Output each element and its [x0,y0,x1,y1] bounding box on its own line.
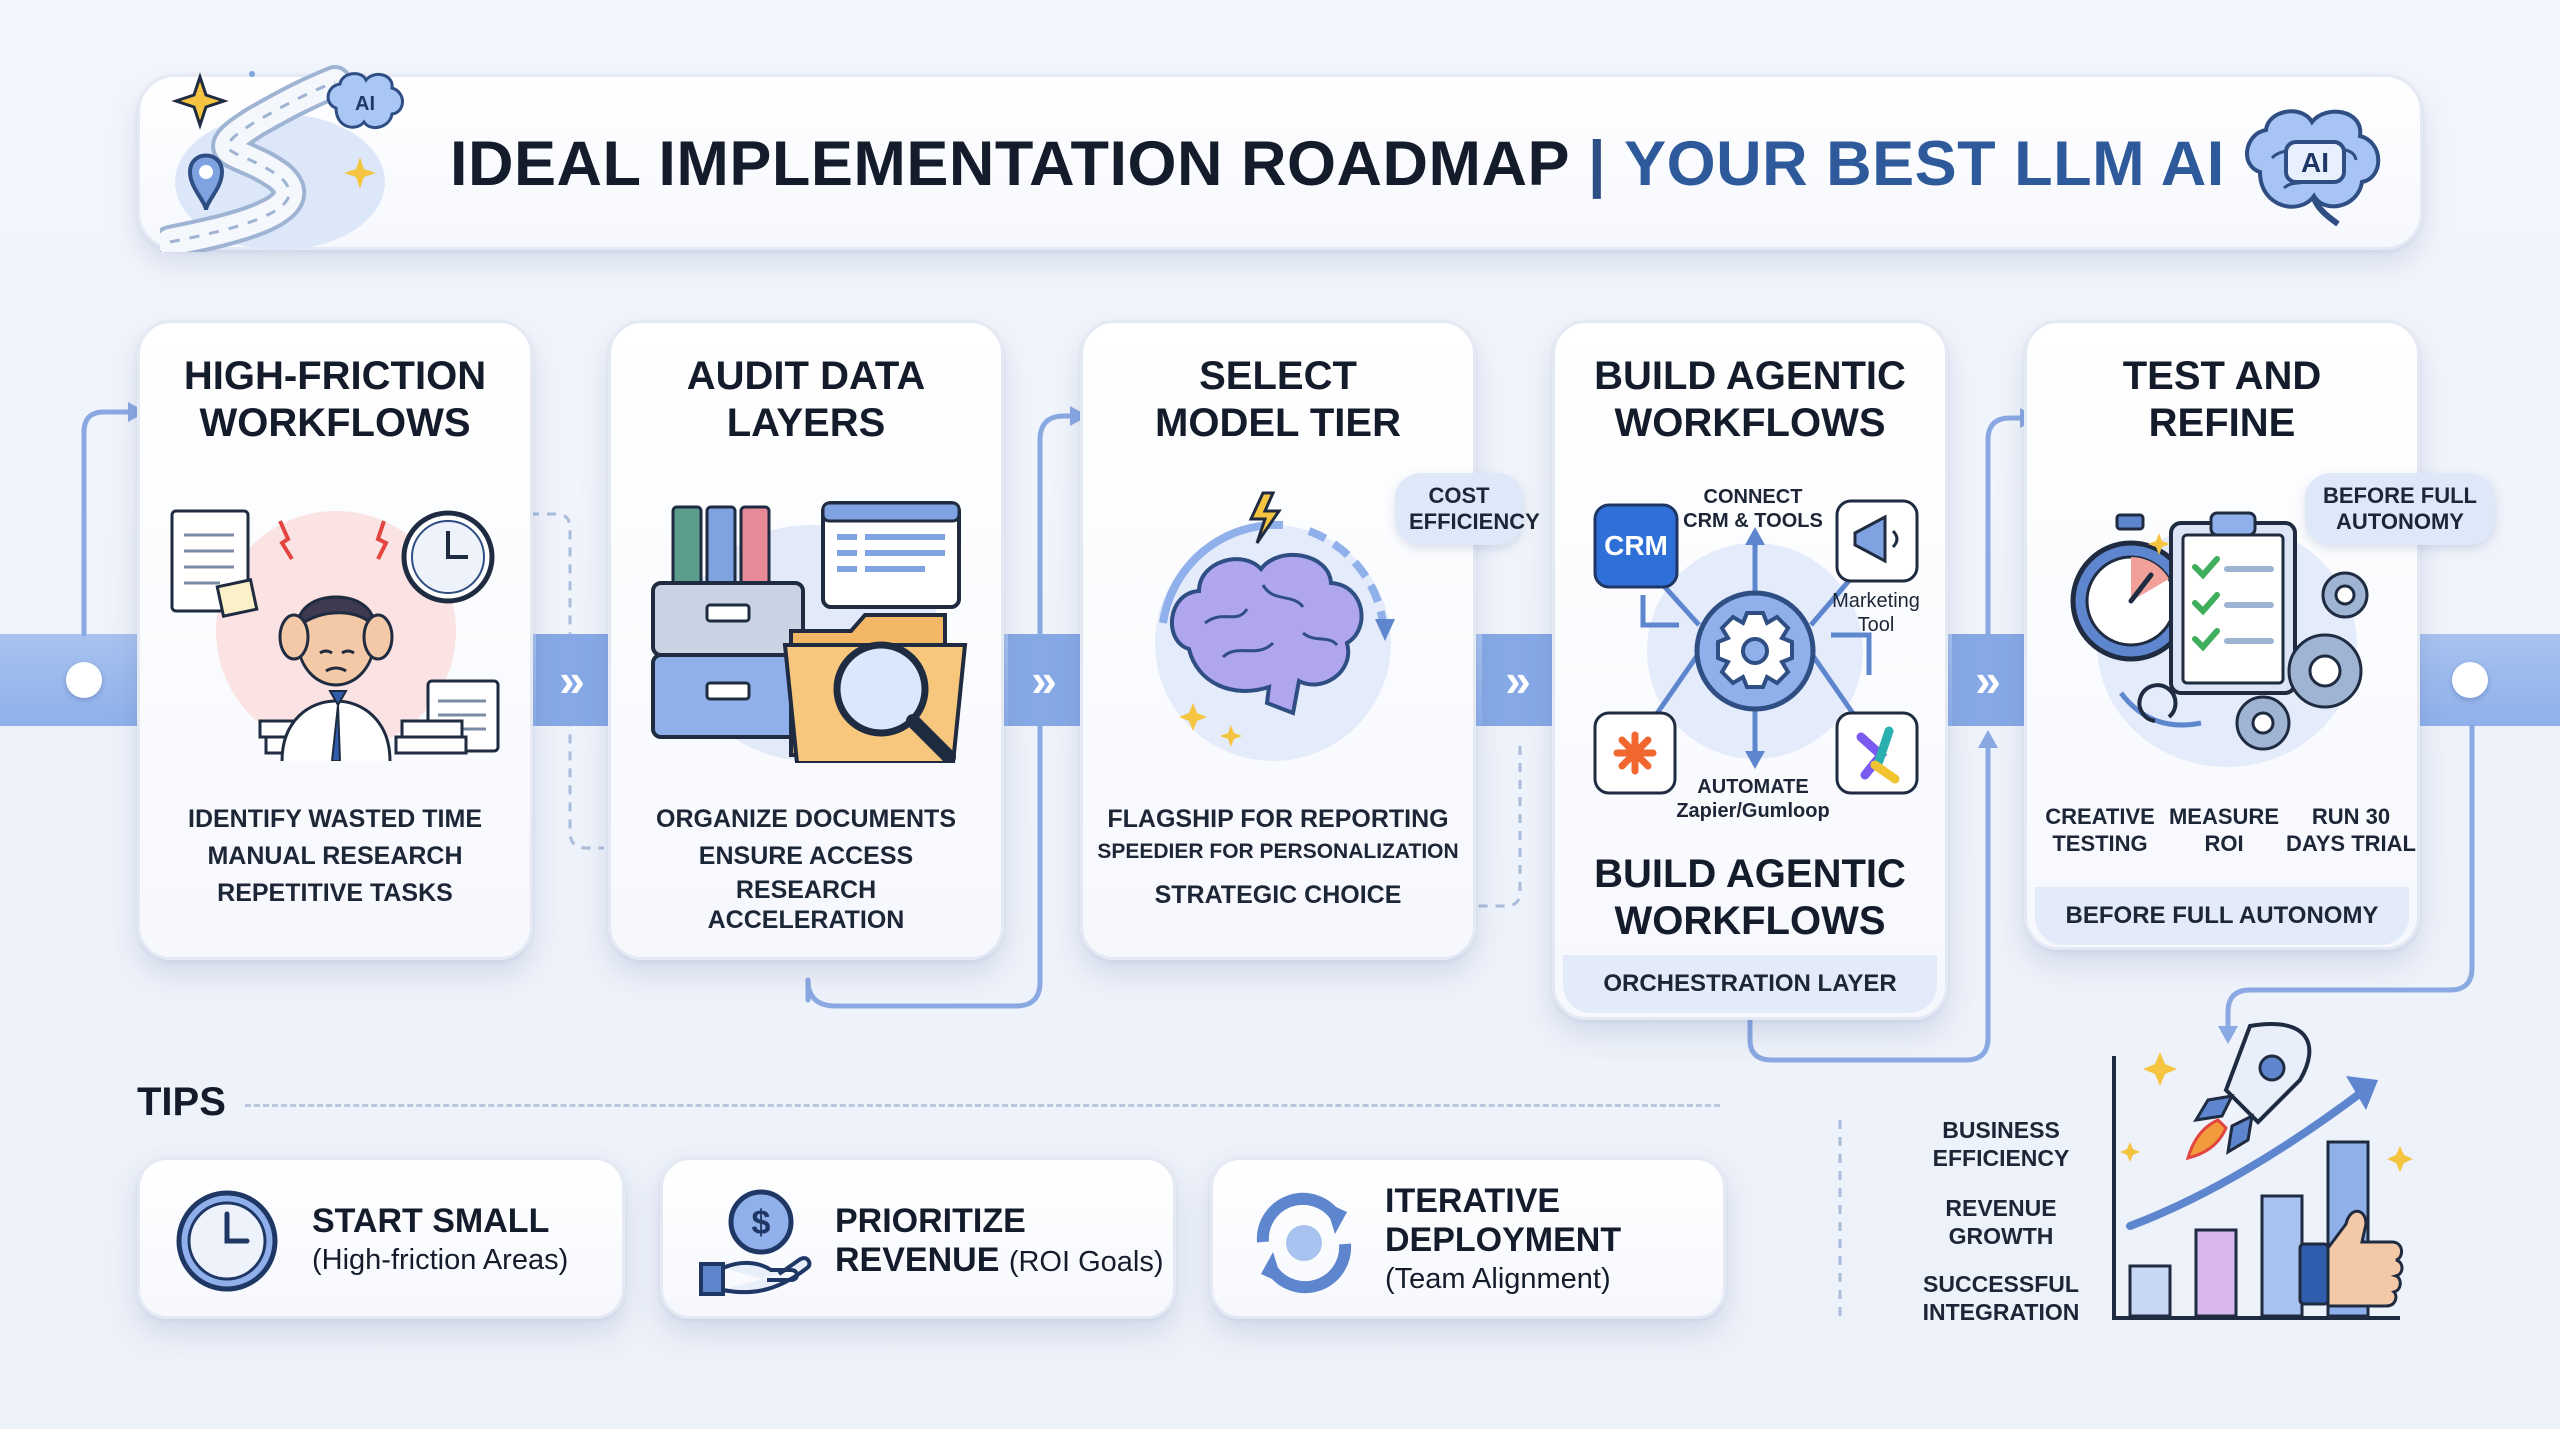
brain-icon [1155,491,1395,761]
step-card-test-refine: TEST AND REFINE BEFORE FULL AUTONOMY CRE… [2024,320,2495,950]
step-card-high-friction: HIGH-FRICTION WORKFLOWS IDENTIFY WASTED … [137,320,533,960]
svg-text:AI: AI [355,93,375,115]
flow-chevron: » [1008,634,1080,726]
flow-chevron: » [536,634,608,726]
step-card-select-model: SELECT MODEL TIER COST EFFICIENCY FLAGSH… [1080,320,1540,960]
measure-roi-label: MEASURE ROI [2168,804,2279,856]
tip-prioritize-revenue: $ PRIORITIZE REVENUE (ROI Goals) [660,1157,1176,1319]
title-separator: | [1587,129,1607,199]
roadmap-road-icon [160,65,385,252]
step-details: IDENTIFY WASTED TIME MANUAL RESEARCH REP… [188,805,482,907]
step-title: HIGH-FRICTION WORKFLOWS [183,354,487,445]
flow-chevron: » [1952,634,2024,726]
tip-iterative-deployment: ITERATIVE DEPLOYMENT (Team Alignment) [1210,1157,1726,1319]
creative-testing-label: CREATIVE TESTING [2045,804,2155,856]
step-details: SPEEDIER FOR PERSONALIZATION [1097,840,1459,863]
cost-efficiency-pill: COST EFFICIENCY [1395,473,1540,545]
rocket-icon [2185,1022,2312,1161]
header-banner [137,74,2423,250]
tips-heading: TIPS [137,1080,226,1124]
step-title: SELECT MODEL TIER [1155,354,1401,445]
timeline-start-dot [66,662,102,698]
filing-cabinet-icon [651,501,968,763]
orchestration-layer-footer: ORCHESTRATION LAYER [1563,955,1937,1013]
thumbs-up-icon [2298,1209,2404,1308]
stopwatch-icon [2070,511,2369,767]
before-autonomy-footer: BEFORE FULL AUTONOMY [2035,887,2409,945]
step-title: AUDIT DATA LAYERS [686,354,926,445]
title-accent: YOUR BEST LLM AI [1624,129,2225,199]
clock-icon [176,1190,278,1292]
step-subtitle: BUILD AGENTIC WORKFLOWS [1594,852,1906,943]
page-title: IDEAL IMPLEMENTATION ROADMAP | YOUR BEST… [450,124,2225,204]
rocket-growth-illustration [2112,1022,2413,1320]
tips-divider [245,1104,1720,1107]
tip-text: ITERATIVE DEPLOYMENT (Team Alignment) [1385,1182,1622,1295]
refresh-cycle-icon [1256,1192,1352,1294]
gear-hub-icon: CRM [1593,499,1919,795]
svg-text:CRM: CRM [1604,530,1668,561]
run-trial-label: RUN 30 DAYS TRIAL [2286,804,2416,856]
before-autonomy-pill: BEFORE FULL AUTONOMY [2305,473,2495,545]
stressed-person-icon [170,509,500,761]
step-title: BUILD AGENTIC WORKFLOWS [1594,354,1906,445]
step-details: FLAGSHIP FOR REPORTING [1107,805,1449,833]
brain-ai-icon: AI [326,72,404,130]
dollar-hand-icon: $ [699,1189,812,1296]
step-title: TEST AND REFINE [2122,354,2322,445]
timeline-end-dot [2452,662,2488,698]
marketing-tool-label: Marketing Tool [1832,590,1920,636]
svg-text:AI: AI [2301,147,2329,178]
tip-start-small: START SMALL (High-friction Areas) [137,1157,625,1319]
tip-text: PRIORITIZE REVENUE (ROI Goals) [835,1202,1164,1279]
step-card-audit-data: AUDIT DATA LAYERS ORGANIZE DOCUMENTS ENS… [608,320,1004,960]
automate-label: AUTOMATE Zapier/Gumloop [1676,776,1830,822]
step-card-build-agentic: BUILD AGENTIC WORKFLOWS CRM [1552,320,1948,1020]
tip-text: START SMALL (High-friction Areas) [312,1202,569,1276]
step-details: STRATEGIC CHOICE [1154,881,1402,909]
flow-chevron: » [1482,634,1554,726]
title-main: IDEAL IMPLEMENTATION ROADMAP [450,129,1570,199]
step-details: ORGANIZE DOCUMENTS ENSURE ACCESS RESEARC… [656,805,956,934]
svg-text:$: $ [752,1204,771,1242]
brain-ai-icon: AI [2245,109,2381,227]
connect-crm-label: CONNECT CRM & TOOLS [1683,486,1823,532]
